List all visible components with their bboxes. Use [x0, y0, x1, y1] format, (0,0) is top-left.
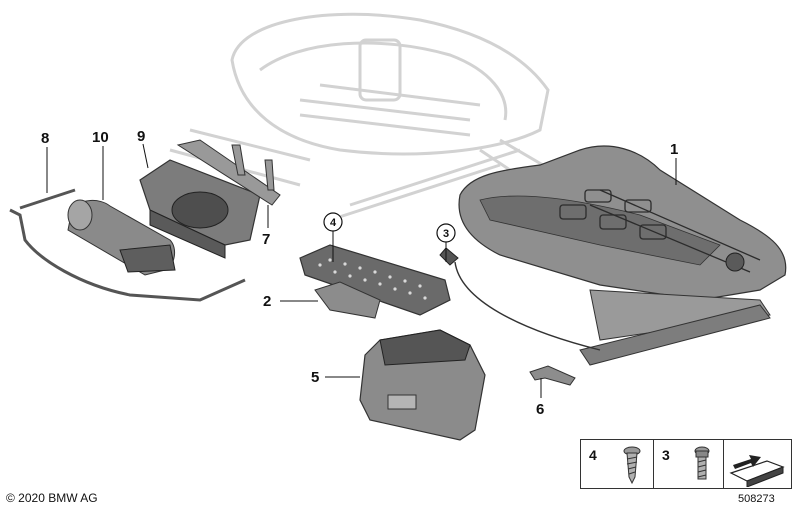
callout-10: 10	[92, 129, 109, 146]
air-housing	[139, 159, 261, 259]
cylinder-part	[67, 199, 176, 276]
fastener-legend: 4 3	[580, 439, 792, 489]
diagram-number: 508273	[738, 493, 775, 505]
seat-frame	[439, 145, 787, 366]
legend-cell-symbol	[724, 440, 791, 488]
legend-number-4: 4	[589, 447, 597, 463]
callout-6: 6	[536, 401, 544, 418]
callout-7: 7	[262, 231, 270, 248]
callout-2: 2	[263, 293, 271, 310]
callout-circle-3	[436, 223, 456, 262]
small-bracket	[529, 365, 576, 386]
legend-cell-screw-3: 3	[654, 440, 724, 488]
wire-harness	[9, 188, 246, 302]
callout-4: 4	[330, 217, 337, 229]
mounting-bracket	[176, 139, 281, 206]
callout-9: 9	[137, 128, 145, 145]
callout-1: 1	[670, 141, 678, 158]
callout-circle-4	[323, 212, 343, 262]
callout-3: 3	[443, 228, 449, 240]
callout-5: 5	[311, 369, 319, 386]
hex-screw-icon	[694, 446, 710, 480]
callout-8: 8	[41, 130, 49, 147]
legend-cell-screw-4: 4	[581, 440, 654, 488]
copyright-text: © 2020 BMW AG	[6, 491, 98, 505]
box-module	[359, 329, 486, 441]
leader-lines	[46, 143, 677, 398]
perforated-panel	[299, 244, 451, 319]
legend-number-3: 3	[662, 447, 670, 463]
installation-symbol-icon	[729, 455, 785, 487]
tapping-screw-icon	[623, 446, 641, 485]
